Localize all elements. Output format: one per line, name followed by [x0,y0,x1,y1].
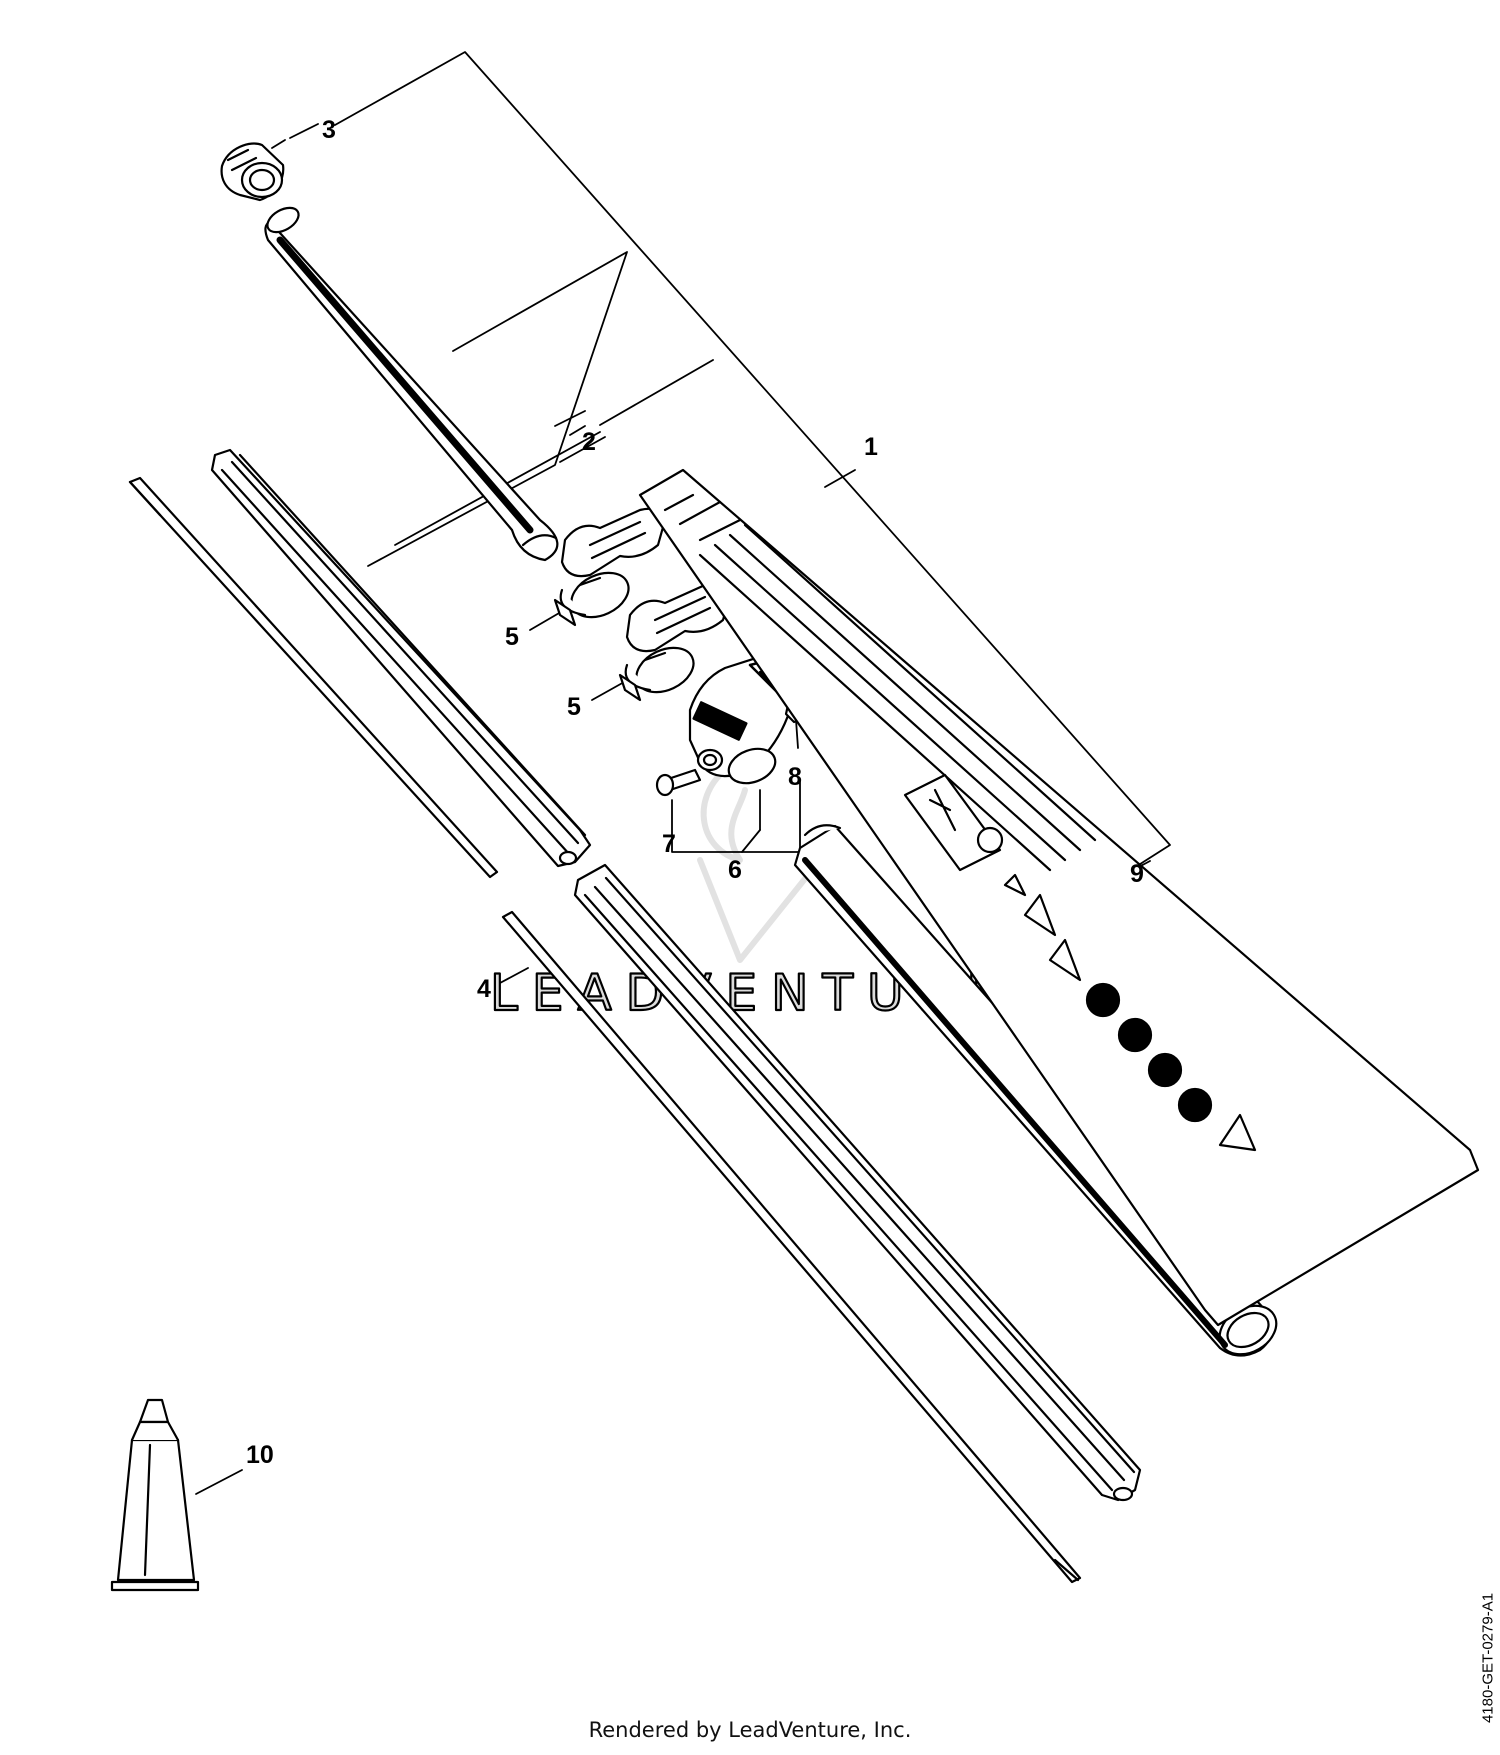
upper-guard-profile [210,448,592,868]
upper-drive-tube [264,206,559,562]
leader-lines [195,51,1171,1495]
callout-6: 6 [728,856,742,884]
callout-5-lower: 5 [567,693,581,721]
end-cap [220,142,285,202]
warning-label [638,468,1480,1327]
footer-credit: Rendered by LeadVenture, Inc. [588,1718,912,1742]
drive-shaft-lower [501,910,1082,1584]
callout-7: 7 [662,830,676,858]
lower-guard-profile [573,863,1142,1502]
drive-shaft-upper [128,476,499,879]
callout-2: 2 [582,428,596,456]
clamp-lower [618,582,732,702]
callout-3: 3 [322,116,336,144]
grease-tube [110,1398,200,1592]
callout-5-upper: 5 [505,623,519,651]
callout-4: 4 [477,975,491,1003]
callout-1: 1 [864,433,878,461]
callout-8: 8 [788,763,802,791]
document-id: 4180-GET-0279-A1 [1479,1592,1497,1724]
watermark-logo [697,767,823,963]
callout-9: 9 [1130,860,1144,888]
screw [655,768,702,797]
callout-10: 10 [246,1441,274,1469]
clamp-upper [553,507,667,627]
